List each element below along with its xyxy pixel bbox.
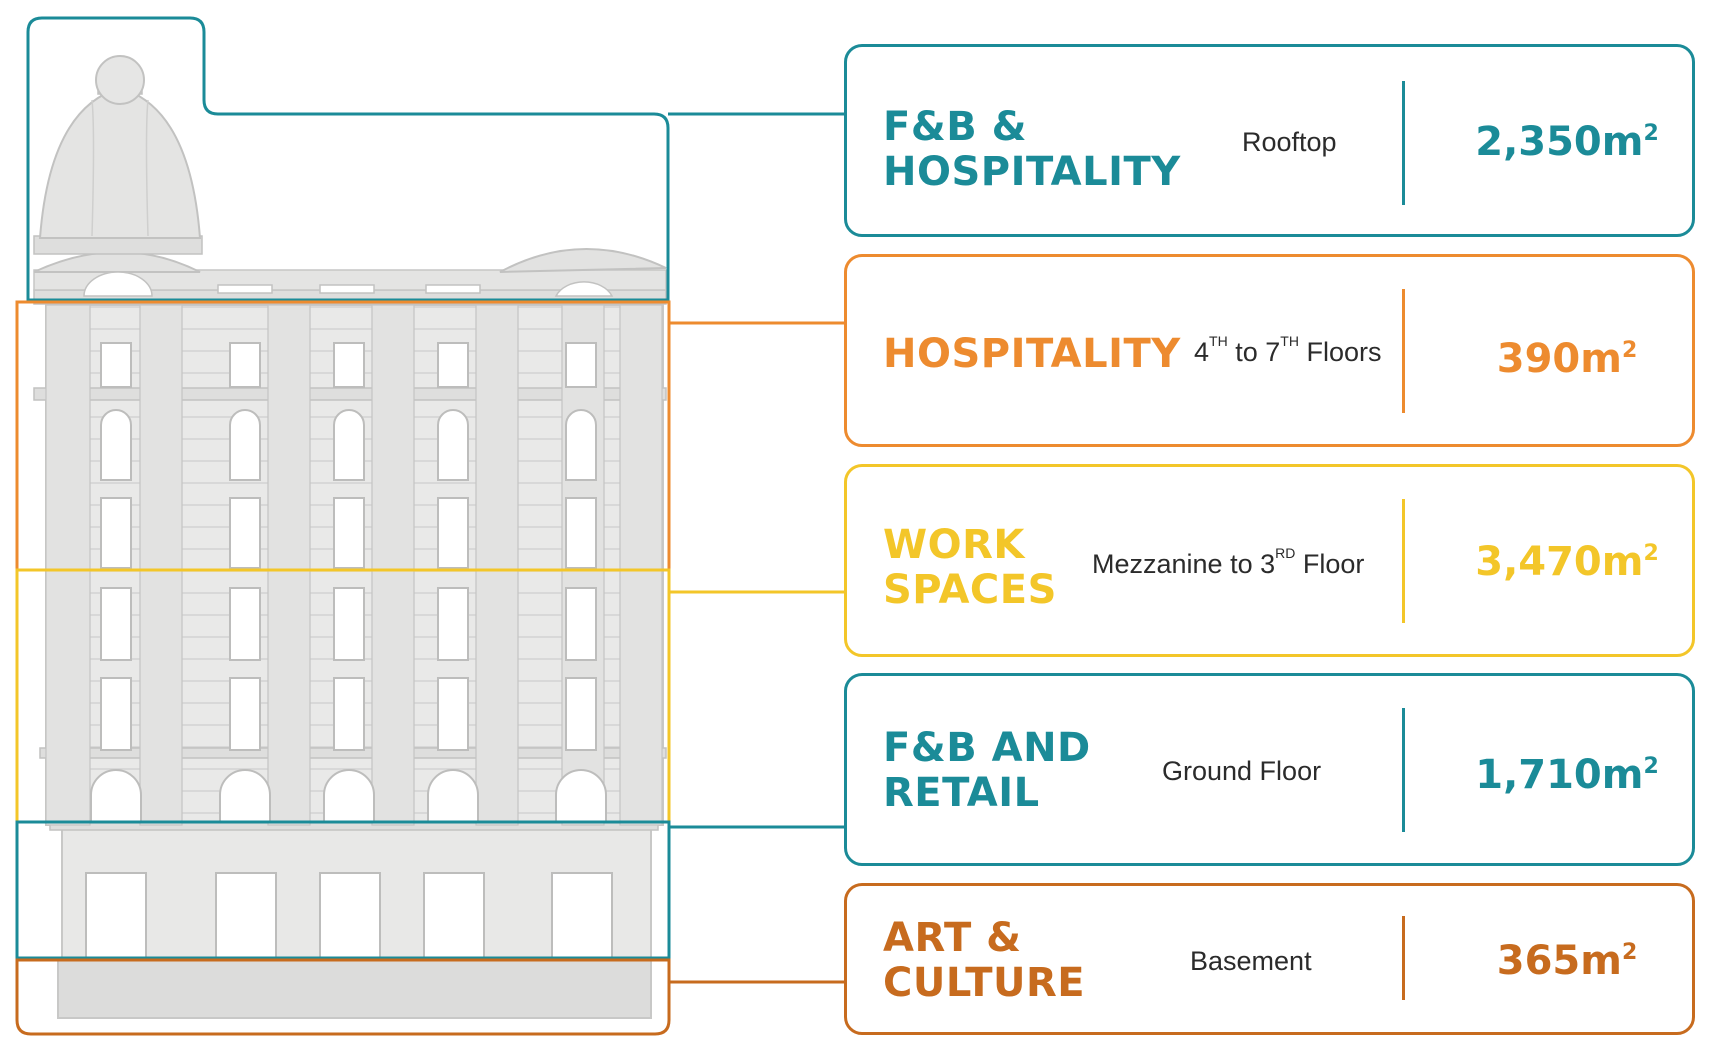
card-divider <box>1402 289 1405 413</box>
area-value: 2,350m2 <box>1475 119 1659 165</box>
ground-zone-outline <box>15 820 671 960</box>
ground-floor-card: F&B AND RETAIL Ground Floor 1,710m2 <box>844 673 1695 866</box>
floor-label: Mezzanine to 3RD Floor <box>1092 545 1365 579</box>
floor-label: Rooftop <box>1242 127 1337 157</box>
floor-label: Basement <box>1190 946 1312 976</box>
floor-label: 4TH to 7TH Floors <box>1194 333 1382 367</box>
rooftop-zone-outline <box>26 16 670 302</box>
workspaces-card: WORK SPACES Mezzanine to 3RD Floor 3,470… <box>844 464 1695 657</box>
basement-card: ART & CULTURE Basement 365m2 <box>844 883 1695 1035</box>
card-divider <box>1402 708 1405 832</box>
area-value: 390m2 <box>1496 336 1638 382</box>
card-divider <box>1402 916 1405 1000</box>
basement-zone-outline <box>15 958 671 1036</box>
hospitality-card: HOSPITALITY 4TH to 7TH Floors 390m2 <box>844 254 1695 447</box>
area-value: 1,710m2 <box>1475 752 1659 798</box>
zone-title: ART & CULTURE <box>883 915 1086 1006</box>
zone-title: F&B AND RETAIL <box>883 725 1091 816</box>
card-divider <box>1402 81 1405 205</box>
floor-label: Ground Floor <box>1162 756 1322 786</box>
area-value: 365m2 <box>1496 938 1638 984</box>
card-divider <box>1402 499 1405 623</box>
rooftop-card: F&B & HOSPITALITY Rooftop 2,350m2 <box>844 44 1695 237</box>
zone-title: F&B & HOSPITALITY <box>883 104 1181 195</box>
zone-title: HOSPITALITY <box>883 331 1181 377</box>
zone-title: WORK SPACES <box>883 522 1057 613</box>
area-value: 3,470m2 <box>1475 539 1659 585</box>
